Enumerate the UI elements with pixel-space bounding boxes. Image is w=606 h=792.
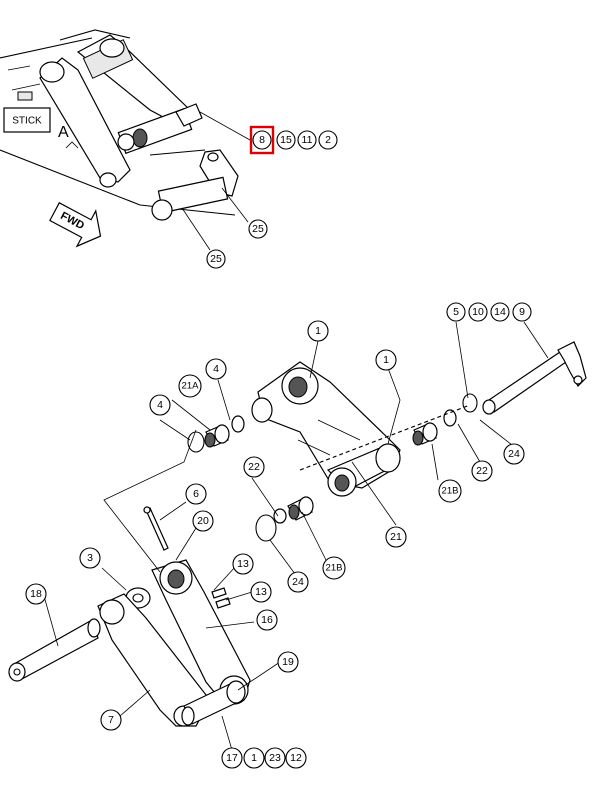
stick-label-box: [3, 107, 51, 133]
exploded-view: 5 10 14 9 1 1 4 21A 4 24 22: [8, 302, 587, 769]
svg-text:23: 23: [269, 752, 281, 764]
svg-text:21: 21: [390, 531, 402, 543]
svg-text:1: 1: [251, 752, 257, 764]
svg-text:25: 25: [210, 253, 222, 265]
callout-4-left[interactable]: 4: [149, 394, 171, 416]
callout-13-lower[interactable]: 13: [250, 581, 272, 603]
svg-text:5: 5: [453, 306, 459, 318]
fwd-arrow: FWD: [49, 202, 102, 248]
svg-text:20: 20: [197, 515, 209, 527]
bearing-21a: [204, 424, 230, 448]
callout-16[interactable]: 16: [256, 609, 278, 631]
pin-18: [8, 618, 101, 682]
callout-17[interactable]: 17: [221, 747, 243, 769]
svg-text:22: 22: [248, 461, 260, 473]
callout-9[interactable]: 9: [512, 302, 532, 322]
callout-1-right[interactable]: 1: [375, 349, 397, 371]
callout-5[interactable]: 5: [446, 302, 466, 322]
callout-21[interactable]: 21: [385, 526, 407, 548]
callout-24-right[interactable]: 24: [503, 443, 525, 465]
svg-text:3: 3: [87, 552, 93, 564]
callout-8[interactable]: 8: [252, 130, 272, 150]
callout-12[interactable]: 12: [285, 747, 307, 769]
svg-text:1: 1: [383, 354, 389, 366]
svg-text:22: 22: [476, 465, 488, 477]
callout-24-left[interactable]: 24: [287, 571, 309, 593]
pin-6: [145, 507, 169, 551]
callout-22-right[interactable]: 22: [471, 460, 493, 482]
callout-23[interactable]: 23: [264, 747, 286, 769]
svg-text:9: 9: [519, 306, 525, 318]
callout-14[interactable]: 14: [490, 302, 510, 322]
callout-1-bottom[interactable]: 1: [243, 747, 265, 769]
callout-3[interactable]: 3: [79, 547, 101, 569]
callout-4-upper[interactable]: 4: [205, 358, 227, 380]
callout-10[interactable]: 10: [468, 302, 488, 322]
svg-text:24: 24: [508, 448, 520, 460]
svg-text:4: 4: [213, 363, 219, 375]
callout-25-upper[interactable]: 25: [248, 219, 268, 239]
callout-7[interactable]: 7: [100, 709, 122, 731]
svg-text:1: 1: [315, 325, 321, 337]
svg-text:10: 10: [472, 306, 484, 318]
callout-20[interactable]: 20: [192, 510, 214, 532]
svg-text:21B: 21B: [326, 563, 343, 574]
svg-text:18: 18: [30, 588, 42, 600]
callout-11[interactable]: 11: [297, 130, 317, 150]
svg-text:19: 19: [282, 656, 294, 668]
svg-text:14: 14: [494, 306, 506, 318]
svg-text:17: 17: [226, 752, 238, 764]
svg-text:16: 16: [261, 614, 273, 626]
svg-text:4: 4: [157, 399, 163, 411]
callout-8-highlight: [249, 125, 275, 155]
pin-19: [181, 680, 246, 726]
callout-18[interactable]: 18: [25, 583, 47, 605]
callout-6[interactable]: 6: [185, 483, 207, 505]
svg-text:12: 12: [290, 752, 302, 764]
callout-22-left[interactable]: 22: [243, 456, 265, 478]
callout-2[interactable]: 2: [318, 130, 338, 150]
svg-text:11: 11: [302, 134, 313, 146]
svg-text:13: 13: [237, 558, 249, 570]
svg-text:7: 7: [108, 714, 114, 726]
stick-tab: [17, 91, 33, 101]
svg-text:15: 15: [280, 134, 292, 146]
svg-text:21A: 21A: [182, 381, 200, 392]
view-label: A: [58, 124, 69, 141]
bearing-21b-right: [412, 422, 438, 446]
callout-25-lower[interactable]: 25: [206, 249, 226, 269]
callout-21b-left[interactable]: 21B: [322, 556, 346, 580]
svg-text:6: 6: [193, 488, 199, 500]
svg-text:21B: 21B: [442, 486, 459, 497]
svg-text:25: 25: [252, 223, 264, 235]
callout-15[interactable]: 15: [276, 130, 296, 150]
callout-21a[interactable]: 21A: [178, 374, 202, 398]
link-21: [251, 361, 401, 497]
callout-1-upper[interactable]: 1: [307, 320, 329, 342]
callout-19[interactable]: 19: [277, 651, 299, 673]
svg-text:8: 8: [259, 134, 265, 146]
svg-text:2: 2: [325, 134, 331, 146]
bearing-21b-left: [287, 496, 314, 521]
stick-label: STICK: [12, 116, 42, 127]
svg-text:13: 13: [255, 586, 267, 598]
callout-21b-right[interactable]: 21B: [438, 479, 462, 503]
callout-13-upper[interactable]: 13: [232, 553, 254, 575]
pin-9: [482, 341, 587, 415]
svg-text:24: 24: [292, 576, 304, 588]
top-assembly-view: STICK A FWD 8: [0, 29, 338, 269]
